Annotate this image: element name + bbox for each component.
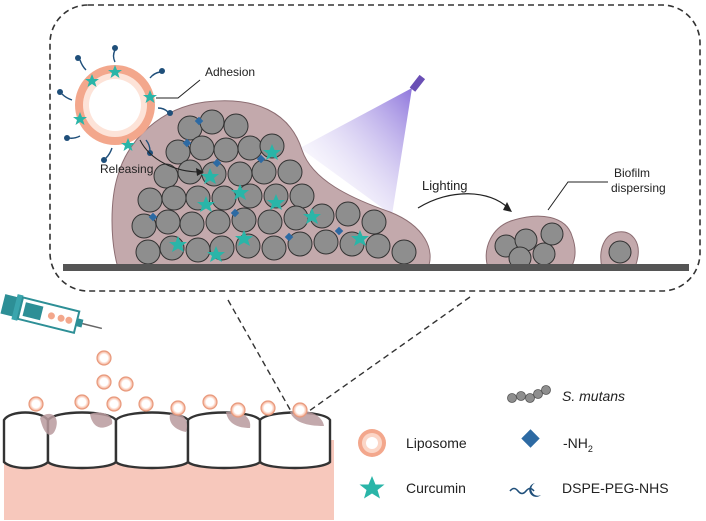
releasing-arrowhead: [196, 168, 204, 176]
light-beam: [300, 88, 412, 215]
zoom-line-right: [301, 296, 471, 417]
label-releasing: Releasing: [100, 162, 153, 176]
legend-curcumin-label: Curcumin: [406, 480, 466, 496]
light-source-icon: [409, 74, 426, 92]
legend-nh2-label: -NH2: [563, 435, 593, 454]
falling-liposomes: [28, 350, 308, 418]
legend-liposome-icon: [358, 429, 386, 457]
label-biofilm-line1: Biofilm: [614, 166, 650, 180]
releasing-arrow: [139, 139, 201, 173]
lighting-arrow: [417, 193, 509, 209]
tooth-surface-bar: [63, 264, 689, 271]
legend-dspe-icon: [509, 483, 541, 497]
plaque-deposits: [40, 410, 324, 435]
legend-curcumin-icon: [359, 476, 385, 499]
dispersed-biofilm-2: [600, 231, 639, 269]
lighting-arrowhead: [503, 202, 512, 212]
nh2-markers: [148, 116, 344, 242]
legend-liposome-label: Liposome: [406, 435, 467, 451]
legend-dspe-label: DSPE-PEG-NHS: [562, 480, 669, 496]
biofilm-leader: [547, 181, 608, 211]
legend-s-mutans-icon: [507, 385, 551, 403]
syringe-icon: [0, 294, 103, 335]
zoom-panel-border: [49, 4, 701, 292]
bacteria-cluster: [131, 109, 417, 265]
dispersed-biofilm-1: [485, 215, 576, 270]
label-adhesion: Adhesion: [205, 65, 255, 79]
adhesion-leader: [156, 79, 201, 99]
label-lighting: Lighting: [422, 178, 468, 193]
label-biofilm-line2: dispersing: [611, 181, 666, 195]
legend-nh2-icon: [521, 429, 540, 448]
curcumin-stars: [169, 144, 369, 262]
legend-s-mutans-label: S. mutans: [562, 388, 625, 404]
zoom-line-left: [227, 299, 297, 421]
